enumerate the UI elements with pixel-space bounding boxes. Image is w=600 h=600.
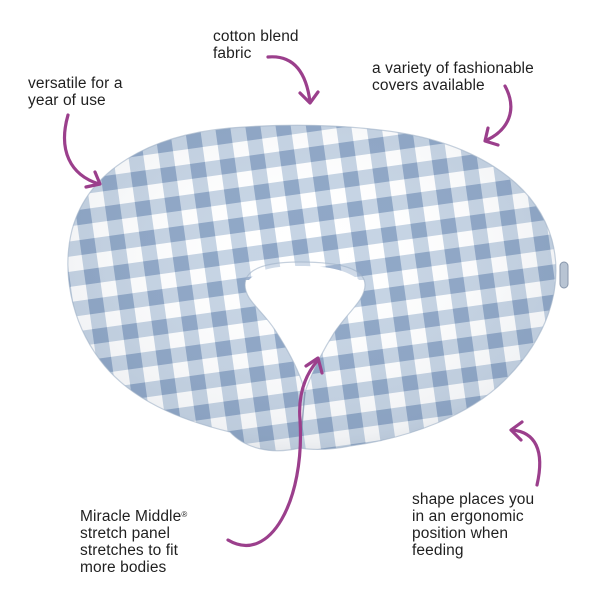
versatile-callout-line-1: versatile for a [28, 75, 123, 92]
middle-panel-arrow [226, 356, 324, 547]
versatile-arrow [63, 113, 102, 189]
covers-callout-line-2: covers available [372, 77, 485, 94]
covers-callout-line-1: a variety of fashionable [372, 60, 534, 77]
shape-arrow [509, 420, 542, 487]
fabric-arrow [266, 55, 320, 105]
middle-callout-line-4: more bodies [80, 559, 167, 576]
shape-callout-line-1: shape places you [412, 491, 535, 508]
shape-callout-line-3: position when [412, 525, 509, 542]
fabric-callout-line-2: fabric [213, 45, 252, 62]
shape-callout-line-2: in an ergonomic [412, 508, 524, 525]
fabric-callout-line-1: cotton blend [213, 28, 299, 45]
middle-callout-line-3: stretches to fit [80, 542, 179, 559]
versatile-callout-line-2: year of use [28, 92, 106, 109]
covers-callout: a variety of fashionable covers availabl… [372, 60, 534, 94]
middle-callout-line-2: stretch panel [80, 525, 171, 542]
shape-callout: shape places you in an ergonomic positio… [412, 491, 534, 559]
middle-panel-callout: Miracle Middle® stretch panel stretches … [80, 508, 187, 576]
covers-arrow [483, 84, 513, 147]
pillow-inner-ring [245, 250, 365, 392]
middle-callout-line-1: Miracle Middle® [80, 508, 188, 525]
versatile-callout: versatile for a year of use [28, 75, 123, 109]
fabric-callout: cotton blend fabric [213, 28, 299, 62]
zipper-pull-icon [559, 261, 569, 289]
shape-callout-line-4: feeding [412, 542, 464, 559]
